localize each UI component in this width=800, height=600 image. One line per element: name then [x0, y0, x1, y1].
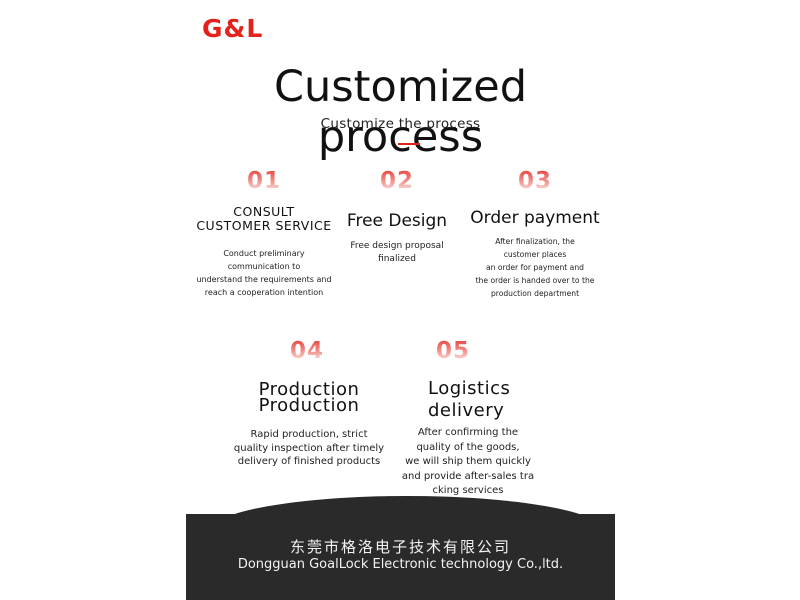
step-title: Order payment [470, 208, 600, 228]
step-number: 03 [462, 168, 608, 194]
step-number: 01 [192, 168, 336, 194]
company-name-chinese: 东莞市格洛电子技术有限公司 [289, 538, 511, 556]
step-number: 05 [400, 338, 536, 364]
company-name-english: Dongguan GoalLock Electronic technology … [237, 557, 564, 572]
title-divider [398, 143, 420, 145]
step-03: 03 Order payment After finalization, the… [462, 168, 608, 300]
page-subtitle: Customize the process [320, 116, 481, 132]
step-number: 02 [334, 168, 460, 194]
step-number: 04 [216, 338, 402, 364]
process-page: G&L Customized process Customize the pro… [186, 0, 615, 600]
brand-logo: G&L [202, 14, 264, 43]
step-title: Free Design [346, 211, 448, 231]
footer-curve [210, 496, 604, 566]
page-title: Customized process [273, 62, 527, 162]
